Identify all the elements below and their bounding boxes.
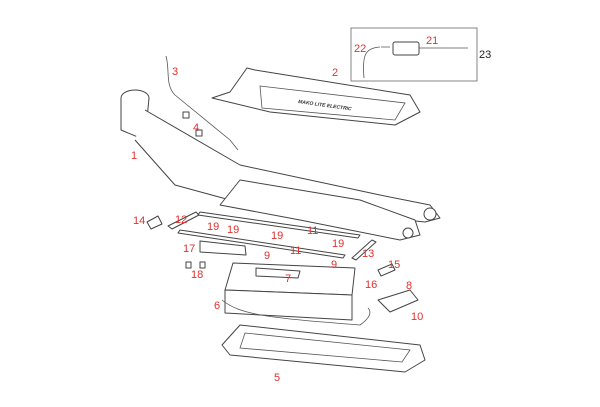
label-6: 6 bbox=[214, 300, 220, 312]
label-11: 11 bbox=[307, 225, 318, 237]
grip-tape: MAKO LITE ELECTRIC bbox=[211, 67, 421, 126]
label-19: 19 bbox=[227, 224, 239, 236]
label-2: 2 bbox=[332, 67, 338, 79]
plate-13 bbox=[351, 239, 377, 261]
label-3: 3 bbox=[172, 66, 178, 78]
deck bbox=[120, 89, 441, 241]
bar-11b bbox=[177, 229, 346, 259]
cable bbox=[165, 55, 239, 151]
cable-clip bbox=[195, 129, 203, 137]
bottom-cover bbox=[221, 324, 426, 373]
label-1: 1 bbox=[131, 150, 137, 162]
label-13: 13 bbox=[362, 248, 374, 260]
battery bbox=[224, 262, 356, 321]
screw-18 bbox=[199, 261, 206, 269]
label-8: 8 bbox=[406, 280, 412, 292]
port-14 bbox=[146, 215, 163, 230]
label-10: 10 bbox=[411, 311, 423, 323]
label-19: 19 bbox=[207, 221, 219, 233]
label-14: 14 bbox=[133, 215, 145, 227]
label-4: 4 bbox=[193, 122, 199, 134]
label-19: 19 bbox=[271, 230, 283, 242]
label-17: 17 bbox=[183, 243, 195, 255]
label-7: 7 bbox=[285, 273, 291, 285]
screw-18 bbox=[185, 261, 192, 269]
label-23: 23 bbox=[479, 49, 491, 61]
switch-17 bbox=[199, 240, 247, 256]
label-9: 9 bbox=[264, 250, 270, 262]
label-12: 12 bbox=[175, 214, 187, 226]
bar-11a bbox=[197, 211, 361, 239]
label-18: 18 bbox=[191, 269, 203, 281]
charger-plug bbox=[363, 46, 390, 79]
label-11: 11 bbox=[290, 245, 301, 257]
label-19: 19 bbox=[332, 238, 344, 250]
label-21: 21 bbox=[426, 35, 438, 47]
battery-strap bbox=[221, 299, 371, 326]
label-9: 9 bbox=[331, 259, 337, 271]
part-labels: 1 2 3 4 5 6 7 8 9 9 10 11 11 12 13 14 15… bbox=[131, 35, 491, 384]
controller bbox=[377, 289, 419, 313]
charger-kit bbox=[350, 27, 478, 82]
label-22: 22 bbox=[354, 43, 366, 55]
bracket-15 bbox=[377, 263, 396, 277]
cable-clip bbox=[182, 111, 190, 119]
label-15: 15 bbox=[388, 259, 400, 271]
label-5: 5 bbox=[274, 372, 280, 384]
label-16: 16 bbox=[365, 279, 377, 291]
charger-adapter bbox=[392, 41, 420, 56]
